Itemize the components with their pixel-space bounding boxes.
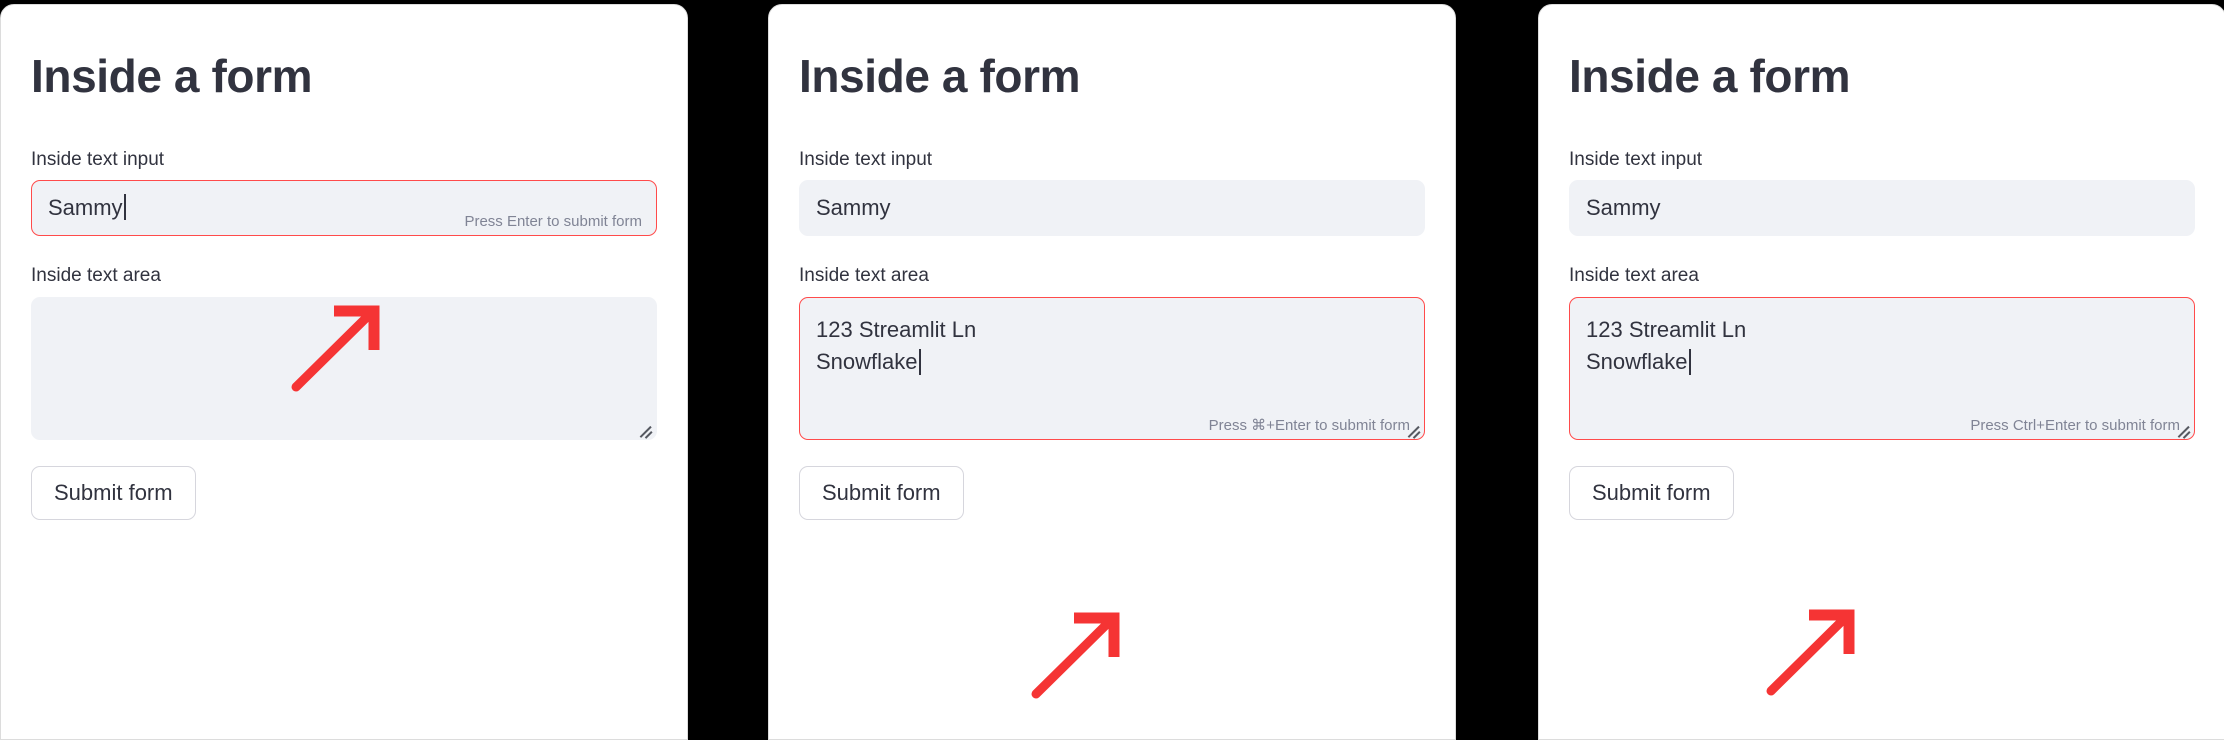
text-area-2[interactable]: 123 Streamlit Ln Snowflake Press ⌘+Enter… — [799, 296, 1425, 440]
page-title: Inside a form — [1569, 50, 1851, 102]
text-area-line: 123 Streamlit Ln — [816, 316, 977, 342]
text-area-line: Snowflake — [816, 348, 918, 374]
form-card-1-content: Inside a form Inside text input Sammy Pr… — [1, 5, 687, 739]
form-card-3: Inside a form Inside text input Sammy In… — [1538, 4, 2224, 740]
page-title: Inside a form — [31, 50, 313, 102]
text-area-field-group-1: Inside text area — [31, 264, 657, 440]
resize-handle-icon[interactable] — [637, 421, 653, 439]
text-area-line-wrap: Snowflake — [1586, 346, 2178, 378]
submit-form-button[interactable]: Submit form — [31, 465, 196, 520]
text-input-value: Sammy — [48, 195, 123, 221]
text-area-field-group-2: Inside text area 123 Streamlit Ln Snowfl… — [799, 264, 1425, 440]
page-title: Inside a form — [799, 50, 1081, 102]
text-input-submit-hint: Press Enter to submit form — [464, 213, 642, 231]
form-card-2-content: Inside a form Inside text input Sammy In… — [769, 5, 1455, 739]
text-area-label: Inside text area — [1569, 265, 1699, 287]
text-input-value: Sammy — [816, 195, 891, 221]
submit-form-button[interactable]: Submit form — [799, 465, 964, 520]
text-input-label: Inside text input — [799, 148, 933, 170]
form-card-2: Inside a form Inside text input Sammy In… — [768, 4, 1456, 740]
text-input-label: Inside text input — [1569, 148, 1703, 170]
text-cursor-icon — [1688, 349, 1691, 376]
text-area-1[interactable] — [31, 296, 657, 440]
text-area-3[interactable]: 123 Streamlit Ln Snowflake Press Ctrl+En… — [1569, 296, 2195, 440]
text-area-submit-hint: Press Ctrl+Enter to submit form — [1970, 416, 2180, 434]
text-input-field-group-1: Inside text input Sammy Press Enter to s… — [31, 148, 657, 237]
text-cursor-icon — [123, 194, 126, 221]
text-area-line-wrap: Snowflake — [816, 346, 1408, 378]
text-input-label: Inside text input — [31, 148, 165, 170]
text-area-label: Inside text area — [31, 265, 161, 287]
text-input-field-group-2: Inside text input Sammy — [799, 148, 1425, 237]
text-input-value: Sammy — [1586, 195, 1661, 221]
text-input-3[interactable]: Sammy — [1569, 180, 2195, 237]
text-cursor-icon — [918, 349, 921, 376]
text-area-field-group-3: Inside text area 123 Streamlit Ln Snowfl… — [1569, 264, 2195, 440]
text-area-line: 123 Streamlit Ln — [1586, 316, 1747, 342]
submit-form-button[interactable]: Submit form — [1569, 465, 1734, 520]
text-area-label: Inside text area — [799, 265, 929, 287]
resize-handle-icon[interactable] — [1405, 421, 1421, 439]
text-area-line: Snowflake — [1586, 348, 1688, 374]
form-card-1: Inside a form Inside text input Sammy Pr… — [0, 4, 688, 740]
text-input-1[interactable]: Sammy Press Enter to submit form — [31, 180, 657, 237]
form-card-3-content: Inside a form Inside text input Sammy In… — [1539, 5, 2224, 739]
text-input-2[interactable]: Sammy — [799, 180, 1425, 237]
text-input-field-group-3: Inside text input Sammy — [1569, 148, 2195, 237]
resize-handle-icon[interactable] — [2175, 421, 2191, 439]
text-area-submit-hint: Press ⌘+Enter to submit form — [1208, 416, 1410, 434]
